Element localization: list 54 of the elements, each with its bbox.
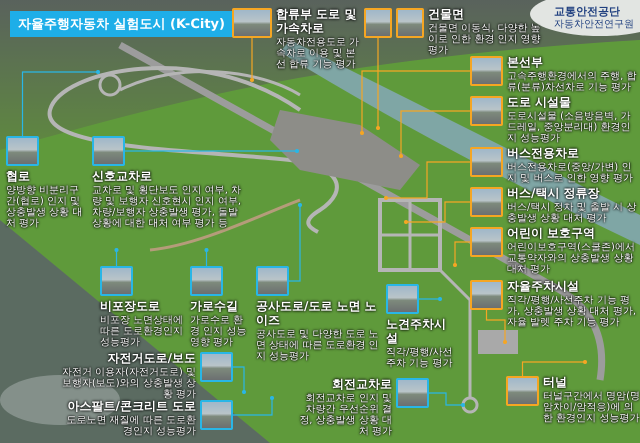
callout-description: 터널구간에서 명암(명암차이/암적응)에 의한 환경인지 성능평가 xyxy=(543,390,640,424)
callout-title: 어린이 보호구역 xyxy=(507,227,596,241)
callout-title: 자율주차시설 xyxy=(507,280,580,294)
callout-description: 자전거 이용자(자전거도로) 및 보행자(보도)와의 상충발생 상황 평가 xyxy=(60,366,196,400)
leader-line xyxy=(429,392,465,407)
callout-description: 버스전용차로(중앙/가변) 인지 및 버스로 인한 영향 평가 xyxy=(507,162,634,184)
callout-description: 공사도로 및 다양한 도로 노면 상태에 따른 도로환경 인지 성능평가 xyxy=(256,328,380,362)
leader-line xyxy=(404,201,470,224)
callout-description: 회전교차로 인지 및 차량간 우선순위 결정, 상충발생 상황 대처 평가 xyxy=(298,392,392,437)
callout-description: 교차로 및 횡단보도 인지 여부, 차량 및 보행자 신호현시 인지 여부, 차량/보행자 상충발생 평가, 돌발상황에 대한 대처 여부 평가 등 xyxy=(92,184,242,229)
title-banner: 자율주행자동차 실험도시 (K-City) xyxy=(10,11,233,37)
callout-title: 자전거도로/보도 xyxy=(106,352,196,366)
leader-line xyxy=(399,110,470,158)
callout-description: 직각/평행/사선주차 기능 평가, 상충발생 상황 대처 평가, 자율 발렛 주차 기능 평가 xyxy=(507,294,637,328)
callout-description: 직각/평행/사선 주차 기능 평가 xyxy=(386,346,454,369)
leader-line xyxy=(250,38,254,82)
organization-name: 교통안전공단 xyxy=(554,6,620,19)
callout-title: 버스/택시 정류장 xyxy=(507,187,601,201)
callout-description: 고속주행환경에서의 주행, 합류(분류)차선차로 기능 평가 xyxy=(507,70,637,93)
leader-line xyxy=(125,149,299,153)
callout-description: 도로노면 재질에 따른 도로환경인지 성능평가 xyxy=(65,414,196,437)
leader-line xyxy=(486,310,507,344)
callout-title: 도로 시설물 xyxy=(507,96,572,110)
leader-line xyxy=(360,70,470,135)
callout-description: 가로수로 환경 인지 성능 영향 평가 xyxy=(190,314,248,348)
callout-title: 공사도로/도로 노면 노이즈 xyxy=(256,300,378,328)
callout-title: 아스팔트/콘크리트 도로 xyxy=(66,400,196,414)
leader-line xyxy=(453,241,470,267)
leader-line xyxy=(384,161,470,200)
callout-title: 터널 xyxy=(543,376,568,390)
callout-title: 비포장도로 xyxy=(100,300,161,314)
leader-line xyxy=(522,360,587,376)
callout-title: 회전교차로 xyxy=(331,378,392,392)
callout-title: 신호교차로 xyxy=(92,170,153,184)
leader-line xyxy=(233,396,274,416)
callout-description: 도로시설물 (소음방음벽, 가드레일, 중앙분리대) 환경인지 성능평가 xyxy=(507,110,632,144)
callout-title: 버스전용차로 xyxy=(507,147,580,161)
callout-title: 협로 xyxy=(6,170,31,184)
leader-line xyxy=(233,366,246,394)
leader-line xyxy=(419,297,442,301)
leader-line xyxy=(289,203,302,282)
callout-title: 합류부 도로 및 가속차로 xyxy=(276,8,358,36)
leader-line xyxy=(22,70,100,136)
leader-line xyxy=(204,248,208,266)
organization-name: 자동차안전연구원 xyxy=(554,18,634,30)
callout-title: 노견주차시설 xyxy=(386,318,447,346)
leader-line xyxy=(114,248,118,266)
callout-description: 비포장 노면상태에 따른 도로환경인지 성능평가 xyxy=(100,314,184,348)
callout-title: 건물면 xyxy=(428,8,465,22)
leader-line xyxy=(376,38,380,130)
callout-title: 가로수길 xyxy=(190,300,239,314)
callout-title: 본선부 xyxy=(507,56,544,70)
callout-description: 건물면 이동식, 다양한 높이로 인한 환경 인지 영향 평가 xyxy=(428,22,542,56)
callout-description: 양방향 비분리구간(협로) 인지 및 상충발생 상황 대처 평가 xyxy=(6,184,84,229)
